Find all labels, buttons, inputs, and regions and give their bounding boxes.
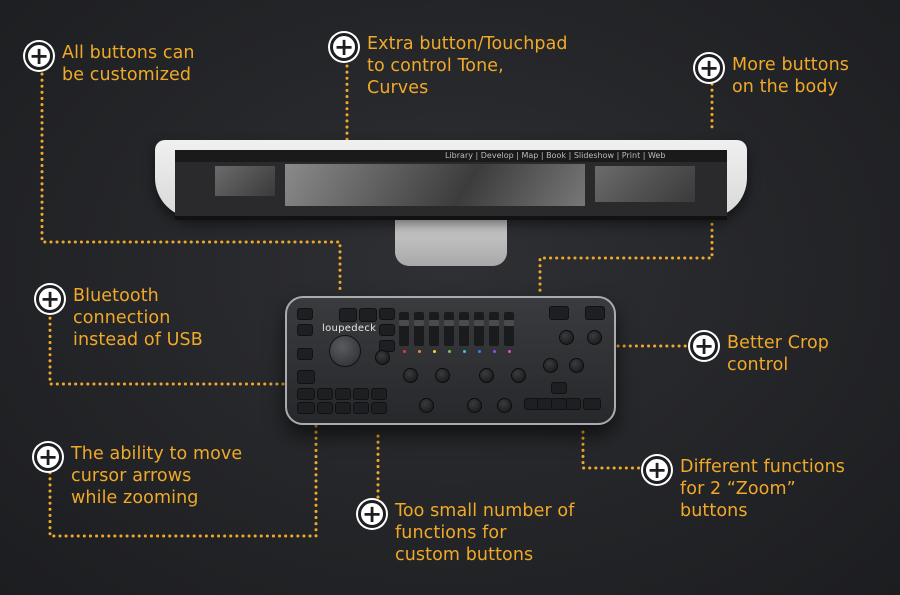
- arrow-key: [551, 382, 567, 394]
- led: [433, 350, 436, 353]
- callout-bluetooth: + Bluetooth connection instead of USB: [36, 285, 203, 351]
- device-key: [379, 308, 395, 320]
- device-key: [297, 348, 313, 360]
- plus-circle-icon: +: [36, 285, 64, 313]
- fader: [429, 312, 439, 346]
- device-key: [297, 388, 315, 400]
- knob: [543, 358, 558, 373]
- plus-circle-icon: +: [34, 443, 62, 471]
- arrow-key: [565, 398, 581, 410]
- callout-customize: + All buttons can be customized: [25, 42, 195, 86]
- knob: [435, 368, 450, 383]
- connector-zoom: [581, 430, 647, 470]
- knob: [375, 350, 390, 365]
- callout-more-buttons: + More buttons on the body: [695, 54, 849, 98]
- callout-text: Bluetooth connection instead of USB: [73, 286, 203, 350]
- device-key: [297, 402, 315, 414]
- photo-preview: [285, 164, 585, 206]
- knob: [569, 358, 584, 373]
- device-key: [353, 388, 369, 400]
- side-panel: [595, 166, 695, 202]
- loupedeck-console: loupedeck: [285, 296, 616, 425]
- device-brand: loupedeck: [322, 323, 377, 334]
- monitor-stand: [395, 216, 507, 266]
- led: [463, 350, 466, 353]
- device-key: [585, 306, 605, 320]
- knob: [587, 330, 602, 345]
- knob: [497, 398, 512, 413]
- callout-text: Different functions for 2 “Zoom” buttons: [680, 457, 846, 521]
- callout-text: Too small number of functions for custom…: [395, 501, 575, 565]
- knob: [403, 368, 418, 383]
- callout-text: The ability to move cursor arrows while …: [71, 444, 243, 508]
- connector-more-2: [538, 210, 714, 298]
- connector-customize: [40, 72, 342, 292]
- knob: [559, 330, 574, 345]
- plus-circle-icon: +: [690, 332, 718, 360]
- monitor-menu-text: Library | Develop | Map | Book | Slidesh…: [445, 151, 666, 160]
- fader: [414, 312, 424, 346]
- led: [508, 350, 511, 353]
- device-key: [297, 324, 313, 336]
- device-key: [317, 402, 333, 414]
- knob: [419, 398, 434, 413]
- device-key: [317, 388, 333, 400]
- led: [493, 350, 496, 353]
- fader: [459, 312, 469, 346]
- callout-functions: + Too small number of functions for cust…: [358, 500, 575, 566]
- callout-crop: + Better Crop control: [690, 332, 829, 376]
- led: [418, 350, 421, 353]
- fader: [444, 312, 454, 346]
- plus-circle-icon: +: [358, 500, 386, 528]
- plus-circle-icon: +: [695, 54, 723, 82]
- thumbnail: [215, 166, 275, 196]
- led: [448, 350, 451, 353]
- fader: [504, 312, 514, 346]
- device-key: [353, 402, 369, 414]
- monitor-screen: Library | Develop | Map | Book | Slidesh…: [175, 150, 727, 220]
- device-key: [339, 308, 357, 322]
- main-dial: [329, 335, 361, 367]
- knob: [467, 398, 482, 413]
- monitor-menubar: [175, 150, 727, 162]
- plus-circle-icon: +: [25, 42, 53, 70]
- connector-arrows: [48, 424, 318, 538]
- fader: [474, 312, 484, 346]
- fader: [399, 312, 409, 346]
- connector-bluetooth: [48, 310, 286, 386]
- fader: [489, 312, 499, 346]
- arrow-key: [551, 398, 567, 410]
- plus-circle-icon: +: [330, 33, 358, 61]
- knob: [479, 368, 494, 383]
- device-key: [297, 308, 313, 320]
- callout-text: All buttons can be customized: [62, 43, 195, 85]
- led: [403, 350, 406, 353]
- plus-circle-icon: +: [643, 456, 671, 484]
- device-key: [583, 398, 601, 410]
- device-key: [371, 402, 387, 414]
- device-key: [335, 402, 351, 414]
- callout-touchpad: + Extra button/Touchpad to control Tone,…: [330, 33, 568, 99]
- callout-text: Better Crop control: [727, 333, 829, 375]
- device-key: [379, 324, 395, 336]
- device-key: [359, 308, 377, 322]
- callout-text: More buttons on the body: [732, 55, 849, 97]
- device-key: [335, 388, 351, 400]
- led: [478, 350, 481, 353]
- device-key: [549, 306, 569, 320]
- device-key: [297, 370, 315, 384]
- knob: [511, 368, 526, 383]
- device-key: [371, 388, 387, 400]
- callout-text: Extra button/Touchpad to control Tone, C…: [367, 34, 568, 98]
- callout-zoom: + Different functions for 2 “Zoom” butto…: [643, 456, 845, 522]
- callout-arrows: + The ability to move cursor arrows whil…: [34, 443, 242, 509]
